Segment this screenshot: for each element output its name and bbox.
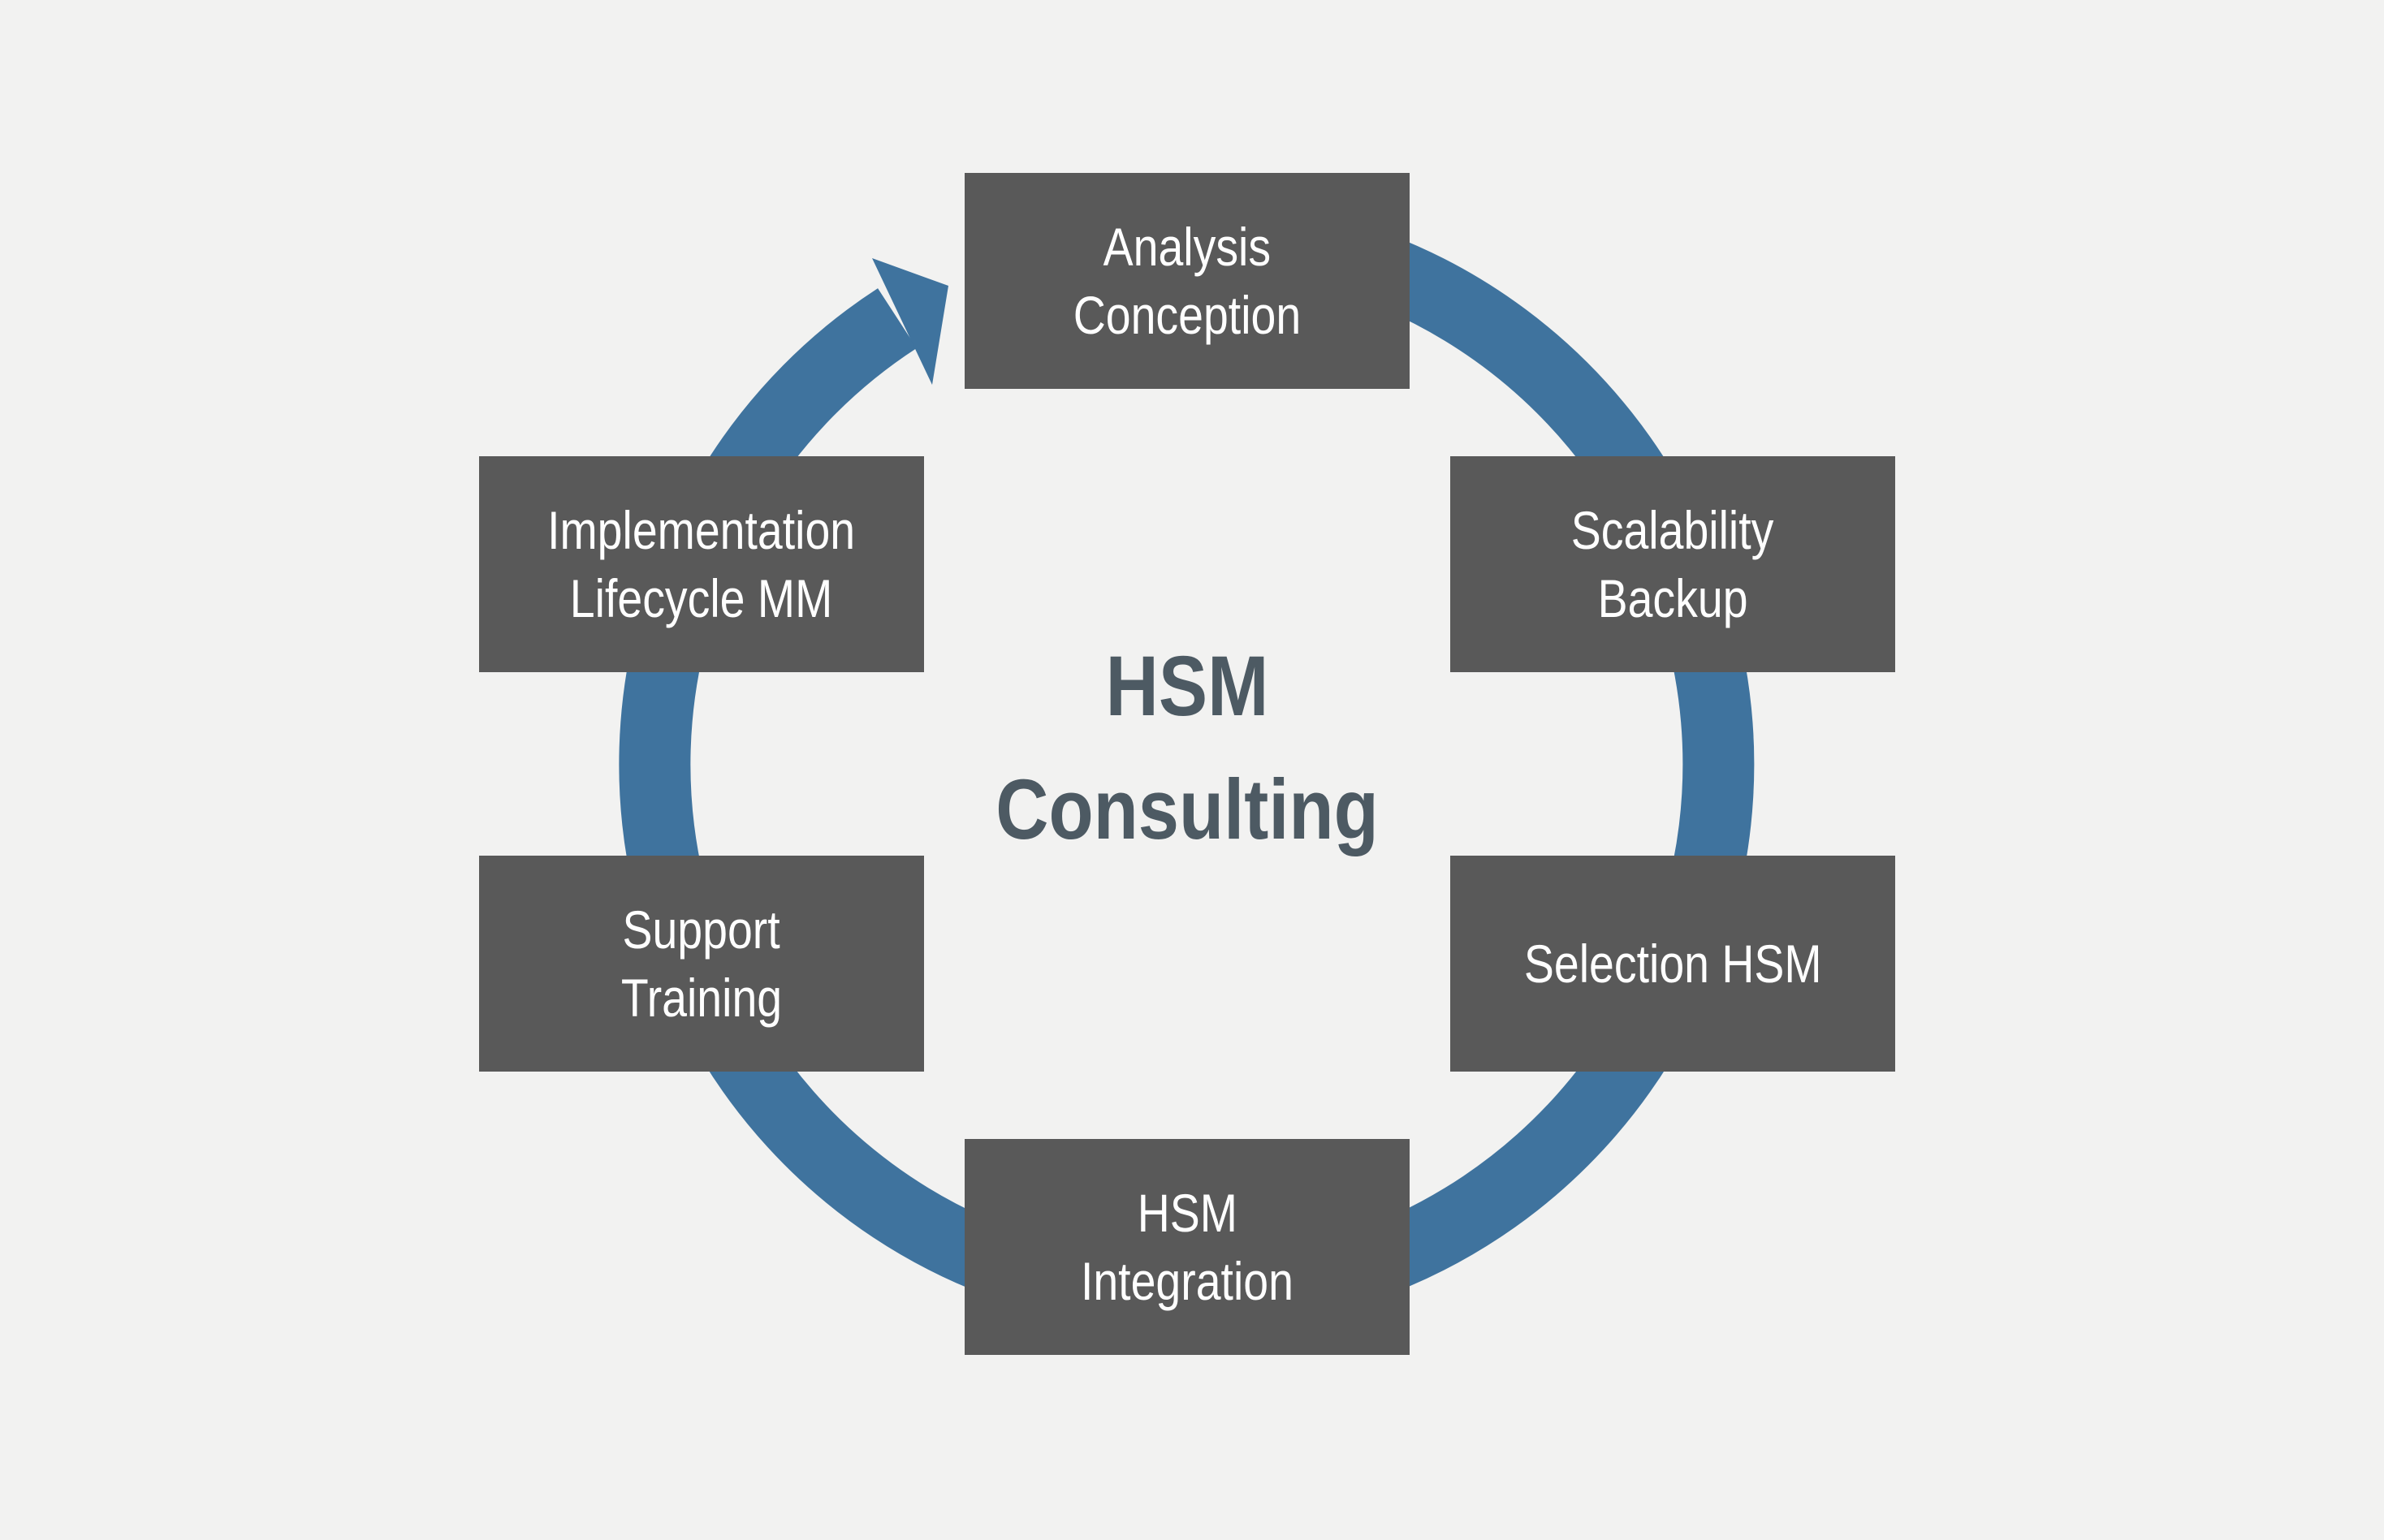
- node-selection-hsm: Selection HSM: [1450, 856, 1895, 1072]
- diagram-title-line2: Consulting: [995, 762, 1379, 857]
- node-label-line: Support: [622, 899, 781, 960]
- node-label-line: Analysis: [1103, 217, 1272, 277]
- node-support-training: Support Training: [479, 856, 924, 1072]
- node-label-line: Integration: [1080, 1251, 1293, 1311]
- node-hsm-integration: HSM Integration: [965, 1139, 1410, 1355]
- diagram-title-line1: HSM: [1105, 639, 1269, 734]
- node-label-line: Training: [620, 968, 783, 1028]
- node-label-line: Selection HSM: [1523, 934, 1822, 994]
- diagram-title: HSM Consulting: [375, 625, 1999, 872]
- node-label-line: Backup: [1597, 568, 1748, 628]
- clockwise-arrowhead-icon: [872, 258, 948, 385]
- node-label-line: Conception: [1073, 285, 1302, 345]
- node-scalability-backup: Scalability Backup: [1450, 456, 1895, 672]
- node-analysis-conception: Analysis Conception: [965, 173, 1410, 389]
- node-label-line: Scalability: [1571, 500, 1774, 560]
- node-label-line: HSM: [1137, 1183, 1237, 1243]
- node-label-line: Lifecycle MM: [570, 568, 833, 628]
- node-label-line: Implementation: [547, 500, 856, 560]
- node-implementation-lifecycle-mm: Implementation Lifecycle MM: [479, 456, 924, 672]
